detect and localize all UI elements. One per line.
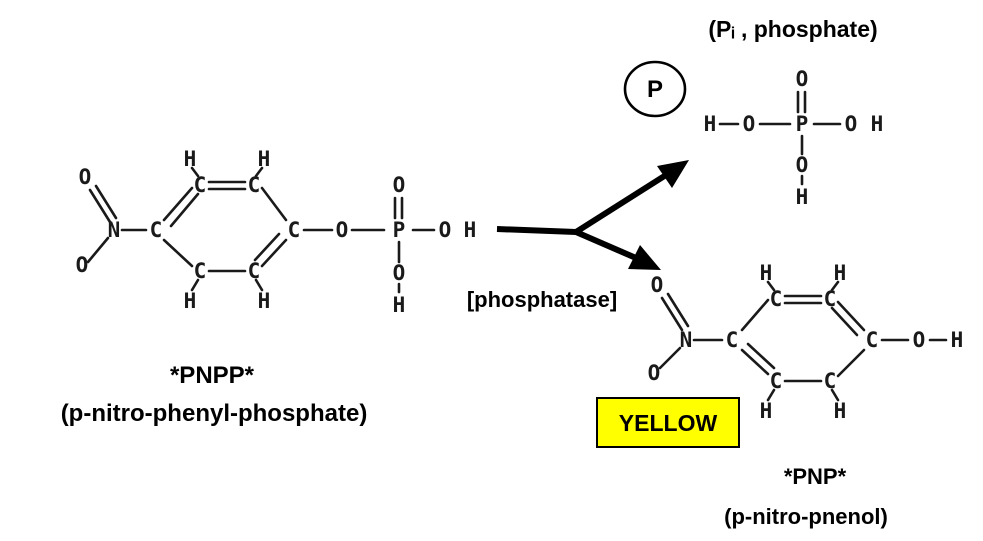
atom-h: H xyxy=(704,112,717,136)
bond-ring-3 xyxy=(260,186,288,222)
atom-h: H xyxy=(834,399,847,423)
atom-h: H xyxy=(464,218,477,242)
atom-c: C xyxy=(726,328,739,352)
bond-h-1 xyxy=(766,280,776,292)
atom-o: O xyxy=(796,67,809,91)
phosphate-structure: H O P O O H O H xyxy=(704,67,884,209)
pnpp-full-name: (p-nitro-phenyl-phosphate) xyxy=(61,400,368,427)
bond-h-1 xyxy=(190,166,200,178)
pnp-name: *PNP* xyxy=(784,464,847,489)
atom-c: C xyxy=(248,259,261,283)
arrow-down-shaft xyxy=(574,229,638,261)
atom-c: C xyxy=(248,173,261,197)
bond-ring-3b xyxy=(830,306,859,337)
yellow-badge-box xyxy=(596,397,740,448)
atom-c: C xyxy=(770,287,783,311)
atom-o: O xyxy=(913,328,926,352)
phosphate-symbol-letter: P xyxy=(647,76,663,103)
atom-c: C xyxy=(866,328,879,352)
reaction-arrows xyxy=(496,160,689,270)
bond-h-3 xyxy=(190,278,200,292)
bond-h-4 xyxy=(254,278,264,292)
arrow-down-head xyxy=(628,245,661,270)
pnp-structure: O O N C C C C C C H H H H O H xyxy=(648,261,964,423)
atom-h: H xyxy=(760,261,773,285)
yellow-badge-label: YELLOW xyxy=(619,410,718,436)
bond-no-upper-a xyxy=(88,188,112,224)
atom-h: H xyxy=(184,289,197,313)
atom-c: C xyxy=(194,259,207,283)
atom-o: O xyxy=(651,273,664,297)
atom-c: C xyxy=(770,369,783,393)
bond-ring-3a xyxy=(836,300,866,332)
atom-h: H xyxy=(393,293,406,317)
atom-h: H xyxy=(951,328,964,352)
bond-no-lower xyxy=(86,236,110,264)
pnp-full-name: (p-nitro-pnenol) xyxy=(724,504,888,529)
atom-o: O xyxy=(393,173,406,197)
bond-no-upper-a xyxy=(660,296,684,332)
bond-no-upper-b xyxy=(666,292,690,328)
phosphate-label: (Pᵢ , phosphate) xyxy=(708,16,877,42)
atom-h: H xyxy=(760,399,773,423)
atom-o: O xyxy=(439,218,452,242)
atom-c: C xyxy=(824,369,837,393)
bond-ring-4b xyxy=(746,342,776,370)
bond-h-2 xyxy=(254,166,264,178)
atom-o: O xyxy=(743,112,756,136)
pnpp-structure: O O N C C C C C C H H H H O P O O H O H xyxy=(76,147,477,317)
bond-ring-1 xyxy=(162,186,194,222)
bond-no-lower xyxy=(658,346,682,370)
phosphate-symbol: P xyxy=(623,60,687,118)
bond-h-3 xyxy=(766,388,776,402)
bond-h-2 xyxy=(830,280,840,292)
atom-o: O xyxy=(393,261,406,285)
atom-h: H xyxy=(796,185,809,209)
atom-p: P xyxy=(796,112,809,136)
atom-n: N xyxy=(108,218,121,242)
bond-ring-1b xyxy=(169,192,200,228)
phosphate-circle xyxy=(623,60,687,118)
bond-ring-6b xyxy=(253,232,281,262)
atom-o: O xyxy=(336,218,349,242)
arrow-up-shaft xyxy=(574,172,668,235)
bond-ring-4a xyxy=(740,348,770,376)
arrow-up-head xyxy=(657,160,689,188)
atom-c: C xyxy=(150,218,163,242)
atom-o: O xyxy=(76,253,89,277)
bond-h-4 xyxy=(830,388,840,402)
atom-c: C xyxy=(194,173,207,197)
atom-o: O xyxy=(845,112,858,136)
atom-o: O xyxy=(796,153,809,177)
bond-ring-6 xyxy=(836,348,866,378)
yellow-badge: YELLOW xyxy=(596,397,740,448)
enzyme-label: [phosphatase] xyxy=(467,287,617,312)
bond-ring-1 xyxy=(740,298,770,332)
atom-p: P xyxy=(393,218,406,242)
atom-h: H xyxy=(184,147,197,171)
atom-o: O xyxy=(648,361,661,385)
atom-h: H xyxy=(834,261,847,285)
atom-c: C xyxy=(288,218,301,242)
atom-h: H xyxy=(871,112,884,136)
atom-n: N xyxy=(680,328,693,352)
arrow-stem xyxy=(496,226,577,235)
atom-c: C xyxy=(824,287,837,311)
atom-h: H xyxy=(258,147,271,171)
pnpp-name: *PNPP* xyxy=(170,362,255,389)
atom-o: O xyxy=(79,165,92,189)
atom-h: H xyxy=(258,289,271,313)
bond-ring-4 xyxy=(162,238,194,268)
bond-no-upper-b xyxy=(94,184,118,220)
bond-ring-6a xyxy=(260,238,288,268)
